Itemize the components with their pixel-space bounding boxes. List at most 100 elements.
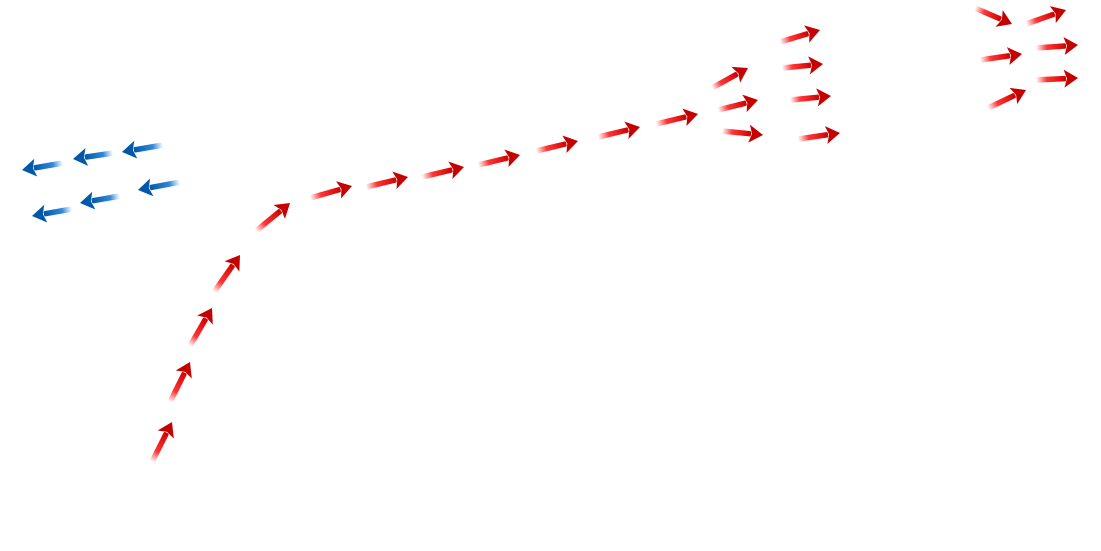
arrow-right-icon-head [1063, 69, 1079, 88]
arrow-right-icon-shaft [721, 128, 752, 137]
arrow-right-icon-8 [421, 161, 465, 180]
arrow-right-icon-head [808, 56, 824, 75]
arrow-left-icon-shaft [133, 142, 164, 153]
arrow-right-icon-head [224, 254, 241, 272]
arrow-left-icon-1 [121, 140, 164, 159]
arrow-right-icon-2 [781, 56, 824, 75]
arrow-right-icon-shaft [365, 177, 397, 190]
arrow-right-icon-1 [711, 66, 748, 90]
arrow-left-icon-head [138, 178, 154, 197]
arrow-right-icon-6 [309, 181, 353, 201]
arrow-right-icon-head [562, 135, 579, 153]
arrow-right-icon-head [1049, 6, 1066, 24]
arrow-right-icon-shaft [421, 167, 453, 180]
arrow-right-icon-shaft [781, 62, 812, 71]
arrow-right-icon-3 [789, 88, 832, 107]
arrow-right-icon-6 [1035, 69, 1079, 88]
arrow-left-icon-shaft [43, 206, 73, 217]
arrow-left-icon-6 [31, 204, 73, 223]
arrow-right-icon-1 [150, 421, 174, 463]
arrow-right-icon-head [816, 88, 832, 107]
arrow-right-icon-2 [1025, 6, 1066, 27]
arrow-right-icon-shaft [188, 317, 208, 347]
arrow-left-icon-head [79, 191, 96, 210]
arrow-right-icon-7 [365, 171, 409, 190]
arrow-right-icon-shaft [309, 187, 341, 201]
arrows-layer [21, 5, 1079, 463]
arrow-left-icon-5 [79, 191, 121, 210]
red-curved-path-arrows [150, 108, 699, 463]
arrow-right-icon-shaft [979, 53, 1011, 63]
arrow-left-icon-head [72, 148, 89, 166]
arrow-left-icon-shaft [33, 160, 64, 171]
arrow-right-icon-3 [188, 307, 213, 347]
arrow-right-icon-head [448, 161, 465, 179]
arrow-right-icon-shaft [1035, 75, 1067, 83]
red-cluster-three-arrows [974, 5, 1079, 110]
arrow-right-icon-10 [535, 135, 579, 154]
arrow-right-icon-shaft [974, 5, 1002, 22]
red-cluster-one-arrows [711, 66, 764, 143]
arrow-right-icon-head [804, 25, 820, 43]
arrow-right-icon-shaft [789, 94, 820, 103]
arrow-left-icon-4 [138, 178, 181, 197]
arrow-right-icon-4 [1035, 37, 1078, 55]
arrow-right-icon-4 [212, 254, 241, 293]
arrow-right-icon-head [1009, 87, 1027, 105]
arrow-right-icon-shaft [254, 209, 282, 233]
arrow-left-icon-shaft [149, 179, 181, 191]
arrow-right-icon-shaft [1035, 43, 1067, 51]
arrow-right-icon-head [273, 203, 290, 219]
arrow-right-icon-11 [597, 121, 641, 140]
arrow-right-icon-head [748, 124, 764, 143]
arrow-right-icon-shaft [150, 432, 169, 463]
arrow-right-icon-head [336, 181, 353, 199]
arrow-left-icon-head [121, 140, 138, 159]
arrow-right-icon-head [995, 10, 1013, 27]
arrow-right-icon-shaft [987, 93, 1016, 110]
arrow-right-icon-shaft [477, 155, 509, 168]
arrow-right-icon-12 [655, 108, 699, 127]
arrow-right-icon-shaft [212, 263, 235, 293]
arrow-right-icon-head [731, 66, 748, 83]
arrow-right-icon-head [392, 171, 409, 189]
arrow-right-icon-head [1006, 47, 1022, 65]
arrow-right-icon-3 [721, 124, 764, 143]
arrow-right-icon-3 [979, 47, 1022, 65]
arrow-right-icon-shaft [535, 141, 567, 154]
arrow-right-icon-head [504, 149, 521, 167]
arrow-right-icon-2 [168, 361, 192, 403]
arrow-left-icon-head [21, 158, 38, 177]
arrow-left-icon-shaft [91, 193, 121, 204]
arrow-right-icon-shaft [655, 114, 687, 127]
arrow-left-icon-3 [21, 158, 64, 177]
arrow-right-icon-5 [987, 87, 1027, 110]
arrow-right-icon-shaft [1025, 11, 1056, 27]
arrow-right-icon-shaft [779, 31, 809, 45]
arrow-right-icon-2 [717, 94, 759, 113]
arrow-right-icon-head [824, 126, 840, 144]
arrow-right-icon-head [624, 121, 641, 139]
arrow-right-icon-head [175, 361, 192, 379]
arrow-right-icon-shaft [711, 71, 739, 90]
red-cluster-two-arrows [779, 25, 840, 144]
arrow-right-icon-head [157, 421, 174, 439]
arrow-right-icon-9 [477, 149, 521, 168]
arrow-right-icon-1 [974, 5, 1013, 27]
blue-left-arrows [21, 140, 181, 223]
arrow-right-icon-5 [254, 203, 290, 233]
arrow-right-icon-1 [779, 25, 820, 45]
arrow-right-icon-shaft [597, 127, 629, 140]
arrow-right-icon-head [682, 108, 699, 126]
arrow-right-icon-head [742, 94, 759, 113]
arrow-left-icon-shaft [84, 150, 114, 160]
arrow-right-icon-shaft [797, 132, 829, 142]
arrow-right-icon-4 [797, 126, 840, 144]
arrow-right-icon-head [1063, 37, 1078, 55]
arrow-right-icon-shaft [717, 100, 747, 113]
arrow-left-icon-head [31, 204, 48, 223]
arrow-right-icon-shaft [168, 372, 187, 403]
arrow-left-icon-2 [72, 148, 114, 166]
arrow-right-icon-head [197, 307, 213, 325]
